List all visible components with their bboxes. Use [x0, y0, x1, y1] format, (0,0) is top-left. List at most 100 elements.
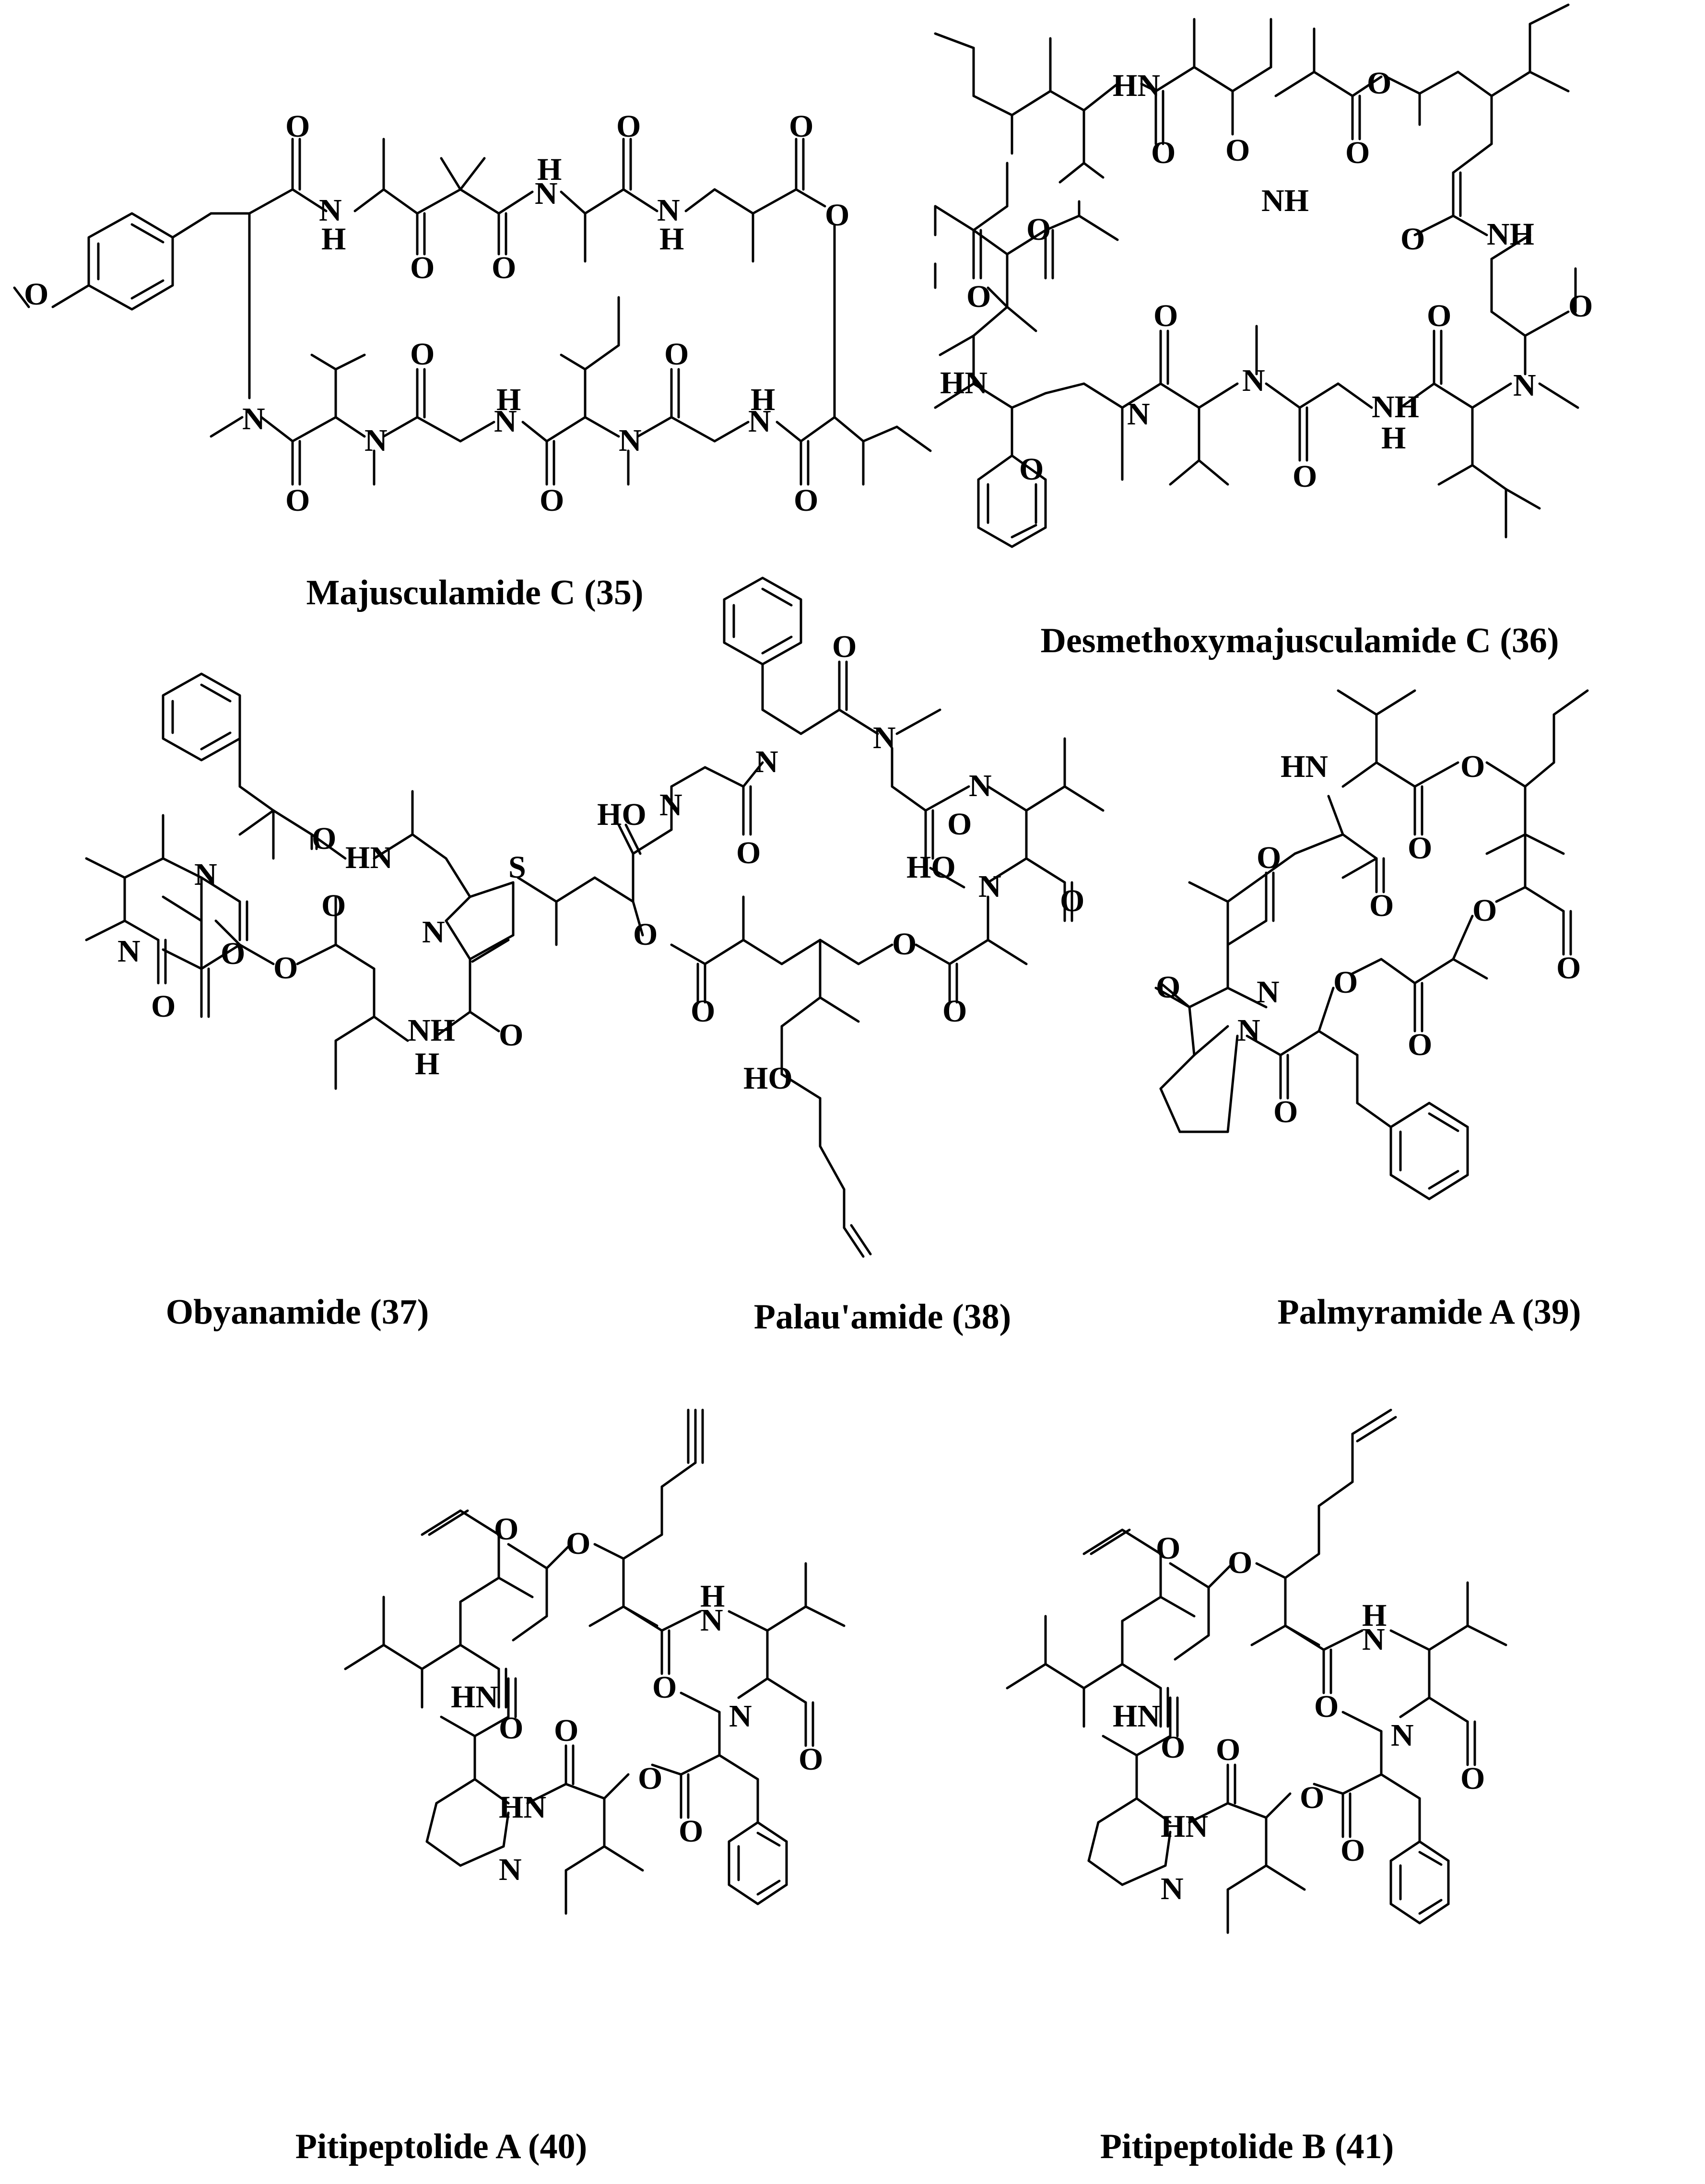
atom-o: O — [1156, 1531, 1180, 1566]
atom-o: O — [1026, 212, 1051, 247]
atom-o: O — [1225, 133, 1250, 168]
atom-h: H — [751, 382, 775, 417]
atom-o: O — [1153, 298, 1178, 333]
structure-palauamide: O N N O HO N O O N HO O N O O O HO — [517, 576, 1105, 1258]
atom-o: O — [24, 277, 48, 312]
atom-o: O — [1408, 831, 1432, 866]
compound-label: Pitipeptolide A (40) — [295, 2127, 587, 2166]
atom-o: O — [691, 994, 715, 1029]
atom-n: N — [365, 423, 388, 458]
atom-o: O — [1151, 135, 1176, 170]
atom-o: O — [942, 994, 967, 1029]
atom-n: N — [1161, 1871, 1184, 1906]
atom-hn: HN — [1113, 1699, 1160, 1734]
atom-o: O — [499, 1018, 523, 1053]
atom-o: O — [540, 483, 564, 518]
atom-o: O — [1300, 1780, 1324, 1815]
atom-n: N — [978, 869, 1001, 904]
atom-hn: HN — [345, 840, 393, 875]
atom-o: O — [1472, 893, 1497, 928]
atom-n: N — [1242, 363, 1265, 398]
atom-o: O — [273, 951, 298, 986]
atom-o: O — [664, 337, 689, 372]
atom-n: N — [494, 404, 517, 439]
atom-h: H — [537, 152, 562, 187]
atom-h: H — [1381, 421, 1406, 456]
atom-o: O — [1333, 965, 1358, 1000]
atom-o: O — [499, 1711, 523, 1746]
atom-o: O — [321, 888, 346, 923]
atom-o: O — [494, 1512, 518, 1547]
atom-o: O — [1273, 1094, 1298, 1129]
atom-h: H — [321, 222, 346, 257]
atom-hn: HN — [1113, 68, 1160, 103]
atom-n: N — [619, 423, 642, 458]
atom-o: O — [1060, 883, 1084, 918]
atom-o: O — [1314, 1689, 1339, 1724]
atom-nh: NH — [408, 1013, 455, 1048]
atom-n: N — [242, 401, 265, 436]
atom-n: N — [659, 787, 682, 822]
atom-n: N — [499, 1852, 522, 1887]
atom-o: O — [1345, 135, 1370, 170]
atom-o: O — [1367, 66, 1391, 101]
structure-palmyramide-a: HN O O O O O O N O O O N O — [1154, 689, 1589, 1200]
atom-hn: HN — [499, 1790, 546, 1825]
atom-hn: HN — [1161, 1809, 1208, 1844]
structure-majusculamide-c: O N H O O H N O N H O O O N O N O H N O … — [13, 109, 932, 518]
atom-n: N — [729, 1699, 752, 1734]
compound-label: Palmyramide A (39) — [1277, 1292, 1581, 1332]
atom-o: O — [679, 1814, 703, 1849]
atom-o: O — [1460, 749, 1485, 784]
atom-o: O — [1400, 222, 1425, 257]
atom-h: H — [1362, 1598, 1387, 1633]
atom-n: N — [1257, 975, 1280, 1010]
atom-o: O — [554, 1713, 578, 1748]
structure-obyanamide: N O HN O N O O O N S NH H O — [85, 672, 526, 1090]
atom-ho: HO — [906, 850, 956, 885]
atom-n: N — [1237, 1013, 1260, 1048]
atom-o: O — [799, 1742, 823, 1777]
atom-o: O — [1216, 1732, 1240, 1767]
atom-h: H — [496, 382, 521, 417]
atom-o: O — [285, 109, 310, 144]
atom-o: O — [1460, 1761, 1485, 1796]
atom-o: O — [892, 927, 917, 962]
atom-n: N — [319, 193, 342, 228]
atom-o: O — [410, 250, 435, 285]
atom-hn: HN — [1281, 749, 1328, 784]
atom-n: N — [1362, 1622, 1385, 1657]
atom-o: O — [1340, 1833, 1365, 1868]
structure-desmethoxymajusculamide-c: HN O O NH O O O NH O O O HN O N O N O NH… — [934, 3, 1593, 548]
atom-n: N — [194, 857, 217, 892]
atom-o: O — [947, 807, 972, 842]
atom-o: O — [1556, 951, 1581, 986]
atom-o: O — [151, 989, 176, 1024]
atom-o: O — [825, 198, 849, 233]
atom-o: O — [652, 1670, 677, 1705]
atom-o: O — [966, 279, 991, 314]
compound-label: Pitipeptolide B (41) — [1100, 2127, 1394, 2166]
atom-n: N — [1127, 397, 1150, 432]
atom-o: O — [566, 1526, 590, 1561]
compound-label: Palau'amide (38) — [754, 1297, 1011, 1337]
atom-n: N — [969, 768, 992, 803]
atom-o: O — [410, 337, 435, 372]
atom-o: O — [1257, 840, 1281, 875]
atom-o: O — [1408, 1027, 1432, 1062]
structure-pitipeptolide-b: O O HN O H N O N O HN O O O N — [1006, 1409, 1507, 1934]
atom-ho: HO — [743, 1061, 793, 1096]
compound-label: Desmethoxymajusculamide C (36) — [1040, 621, 1559, 660]
atom-o: O — [633, 917, 658, 952]
atom-o: O — [1427, 298, 1451, 333]
atom-n: N — [1513, 368, 1536, 403]
atom-n: N — [657, 193, 680, 228]
atom-o: O — [736, 835, 761, 870]
atom-nh: NH — [1261, 183, 1309, 218]
atom-o: O — [789, 109, 813, 144]
atom-nh: NH — [1487, 217, 1534, 252]
atom-h: H — [659, 222, 684, 257]
atom-o: O — [616, 109, 641, 144]
atom-o: O — [312, 821, 336, 856]
